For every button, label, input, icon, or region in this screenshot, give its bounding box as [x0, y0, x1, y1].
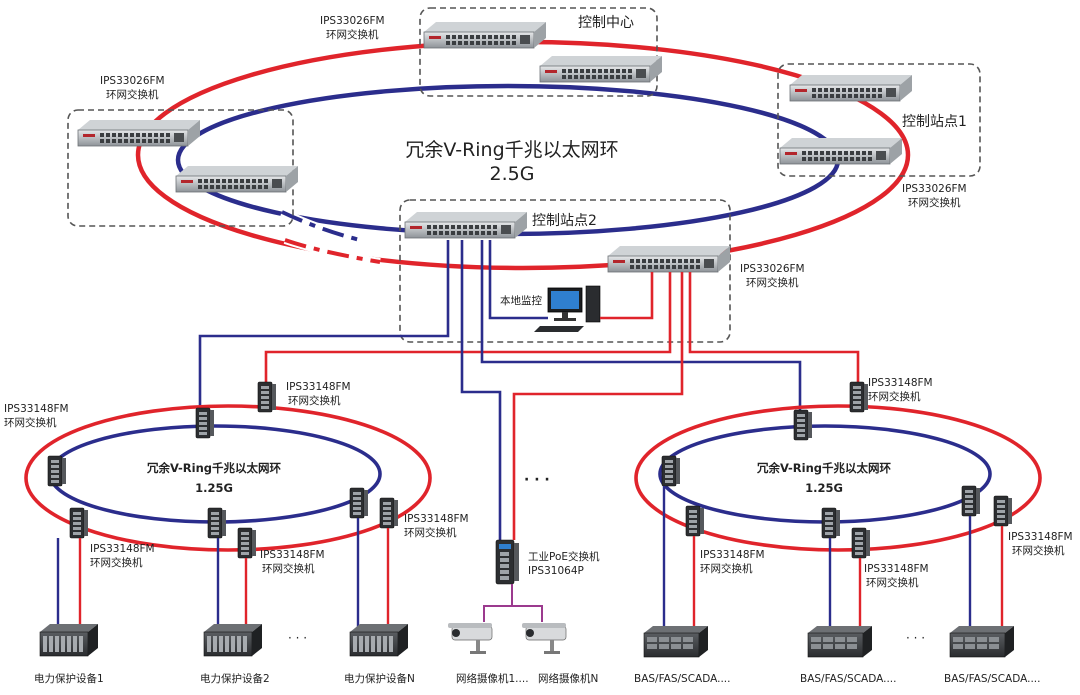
- backbone-speed: 2.5G: [490, 163, 535, 185]
- bas-device-1: [643, 625, 709, 658]
- left-ring-switch-left: [47, 455, 67, 487]
- switch-type: 环网交换机: [866, 576, 919, 589]
- right-ring-switch-c: [851, 527, 871, 559]
- switch-type: 环网交换机: [4, 416, 57, 429]
- right-devices-ellipsis: · · ·: [906, 631, 925, 645]
- backbone-switch-site2-2: [607, 245, 731, 273]
- camera-1: [447, 622, 493, 655]
- camera-label: 网络摄像机N: [538, 672, 598, 685]
- switch-type: 环网交换机: [868, 390, 921, 403]
- switch-model: IPS33026FM: [100, 75, 165, 87]
- camera-label: 网络摄像机1....: [456, 672, 529, 685]
- right-ring-switch-b: [821, 507, 841, 539]
- switch-type: 环网交换机: [908, 196, 961, 209]
- left-ring-switch-top: [195, 407, 215, 439]
- left-ring-title: 冗余V-Ring千兆以太网环: [146, 461, 282, 475]
- zone-control-center: [419, 7, 658, 97]
- device-label: 电力保护设备N: [344, 672, 415, 685]
- backbone-switch-site1-2: [779, 137, 903, 165]
- backbone-title: 冗余V-Ring千兆以太网环: [405, 139, 618, 161]
- zone-label-site1: 控制站点1: [902, 114, 967, 130]
- power-device-2: [203, 623, 263, 657]
- switch-type: 环网交换机: [326, 28, 379, 41]
- bas-device-n: [949, 625, 1015, 658]
- right-ring-switch-e: [993, 495, 1013, 527]
- switch-model: IPS33026FM: [740, 263, 805, 275]
- right-ring-title: 冗余V-Ring千兆以太网环: [756, 461, 892, 475]
- left-devices-ellipsis: · · ·: [288, 631, 307, 645]
- device-label: BAS/FAS/SCADA....: [800, 673, 896, 685]
- switch-model: IPS33148FM: [404, 513, 469, 525]
- switch-type: 环网交换机: [1012, 544, 1065, 557]
- local-monitor-pc: [534, 285, 601, 332]
- switch-model: IPS33026FM: [320, 15, 385, 27]
- power-device-1: [39, 623, 99, 657]
- left-ring-switch-a: [69, 507, 89, 539]
- switch-model: IPS33026FM: [902, 183, 967, 195]
- switch-model: IPS33148FM: [260, 549, 325, 561]
- switch-model: IPS33148FM: [1008, 531, 1073, 543]
- right-ring-switch-d: [961, 485, 981, 517]
- power-device-n: [349, 623, 409, 657]
- left-ring-switch-upper: [257, 381, 277, 413]
- backbone-red-dashed: [284, 238, 381, 264]
- poe-switch: [495, 539, 520, 585]
- camera-n: [521, 622, 567, 655]
- zone-control-site-n: [67, 109, 294, 227]
- device-label: BAS/FAS/SCADA....: [634, 673, 730, 685]
- backbone-switch-site1-1: [789, 74, 913, 102]
- right-ring-switch-upper: [849, 381, 869, 413]
- backbone-switch-site2-1: [404, 211, 528, 239]
- device-label: 电力保护设备1: [34, 672, 104, 685]
- switch-type: 环网交换机: [700, 562, 753, 575]
- zone-control-site-1: [777, 63, 981, 177]
- bas-device-2: [807, 625, 873, 658]
- poe-model: IPS31064P: [528, 565, 584, 577]
- backbone-blue-dashed: [281, 210, 361, 242]
- switch-model: IPS33148FM: [700, 549, 765, 561]
- switch-type: 环网交换机: [262, 562, 315, 575]
- zone-control-site-2: [399, 199, 731, 343]
- left-ring-switch-d: [349, 487, 369, 519]
- zone-label-center: 控制中心: [578, 15, 634, 31]
- switch-model: IPS33148FM: [90, 543, 155, 555]
- right-ring-speed: 1.25G: [805, 481, 843, 495]
- left-ring-switch-e: [379, 497, 399, 529]
- right-ring-switch-top: [793, 409, 813, 441]
- switch-type: 环网交换机: [746, 276, 799, 289]
- device-label: BAS/FAS/SCADA....: [944, 673, 1040, 685]
- backbone-switch-siten-2: [175, 165, 299, 193]
- right-ring-switch-left: [661, 455, 681, 487]
- monitor-label: 本地监控: [500, 294, 542, 307]
- switch-model: IPS33148FM: [4, 403, 69, 415]
- backbone-switch-center-2: [539, 55, 663, 83]
- switch-model: IPS33148FM: [286, 381, 351, 393]
- switch-type: 环网交换机: [404, 526, 457, 539]
- right-ring-switch-a: [685, 505, 705, 537]
- switch-type: 环网交换机: [288, 394, 341, 407]
- left-ring-speed: 1.25G: [195, 481, 233, 495]
- left-ring-switch-c: [237, 527, 257, 559]
- backbone-switch-center-1: [423, 21, 547, 49]
- poe-ellipsis: · · ·: [524, 472, 550, 488]
- poe-camera-links: [483, 584, 543, 622]
- switch-model: IPS33148FM: [868, 377, 933, 389]
- switch-type: 环网交换机: [90, 556, 143, 569]
- zone-label-site2: 控制站点2: [532, 213, 597, 229]
- switch-type: 环网交换机: [106, 88, 159, 101]
- poe-type: 工业PoE交换机: [528, 550, 600, 563]
- uplink-lines: [198, 240, 860, 540]
- left-ring-switch-b: [207, 507, 227, 539]
- device-label: 电力保护设备2: [200, 672, 270, 685]
- backbone-switch-siten-1: [77, 119, 201, 147]
- switch-model: IPS33148FM: [864, 563, 929, 575]
